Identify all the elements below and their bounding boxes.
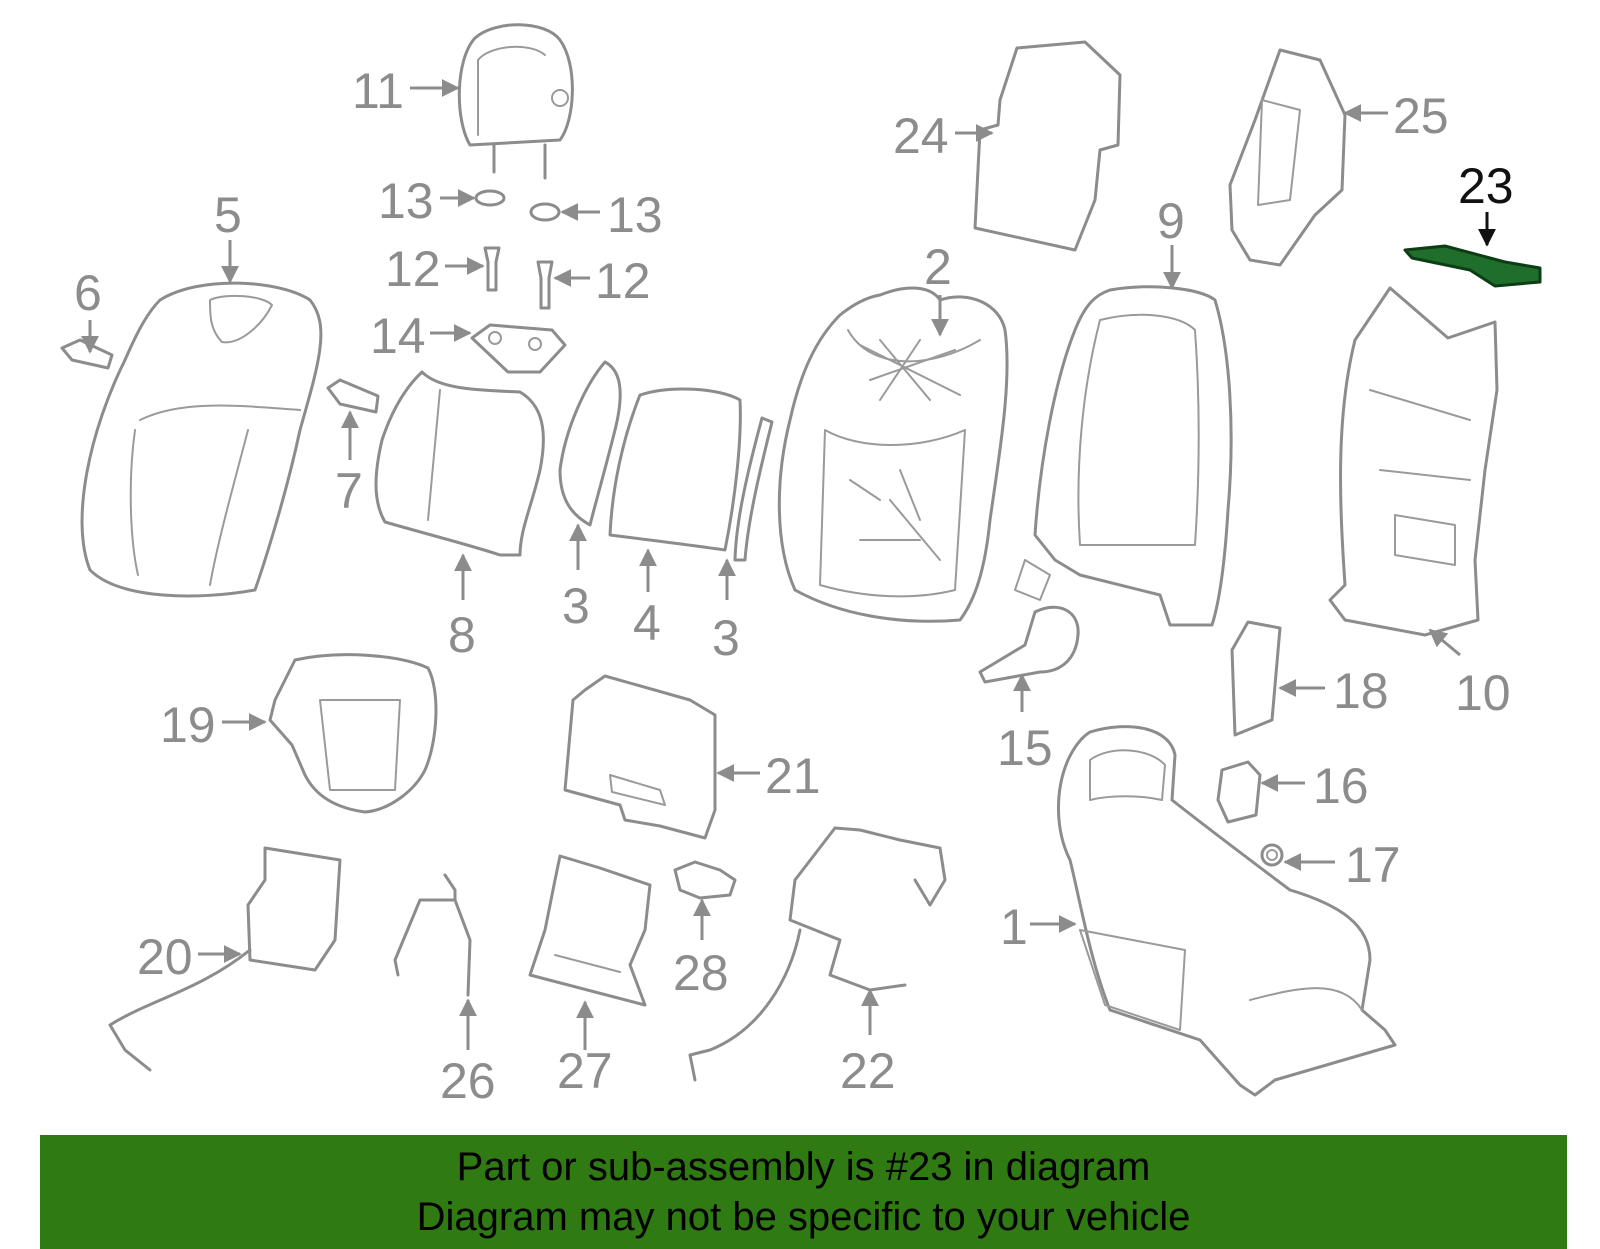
part-25-frame[interactable]	[1228, 48, 1347, 267]
callout-3b: 3	[712, 558, 740, 666]
part-8-pad[interactable]	[374, 370, 545, 557]
svg-text:22: 22	[840, 1043, 896, 1099]
svg-text:28: 28	[673, 945, 729, 1001]
svg-text:18: 18	[1333, 663, 1389, 719]
svg-text:4: 4	[633, 595, 661, 651]
svg-text:17: 17	[1345, 837, 1401, 893]
callout-4: 4	[633, 548, 661, 651]
callout-23: 23	[1458, 158, 1514, 247]
callout-20: 20	[137, 929, 242, 985]
svg-text:14: 14	[370, 308, 426, 364]
svg-text:19: 19	[160, 697, 216, 753]
callout-6: 6	[74, 265, 102, 354]
callout-17: 17	[1283, 837, 1401, 893]
svg-text:7: 7	[335, 463, 363, 519]
callout-27: 27	[557, 1000, 613, 1099]
part-7-bracket[interactable]	[326, 378, 380, 414]
svg-text:5: 5	[214, 187, 242, 243]
part-23-trim[interactable]	[1403, 244, 1542, 288]
part-27-bracket[interactable]	[528, 854, 652, 1007]
svg-text:3: 3	[562, 578, 590, 634]
callout-14: 14	[370, 308, 472, 364]
part-15-bracket[interactable]	[978, 605, 1080, 684]
banner-line-1: Part or sub-assembly is #23 in diagram	[456, 1145, 1151, 1189]
part-24-panel[interactable]	[973, 40, 1122, 252]
part-9-frame[interactable]	[1014, 285, 1233, 627]
svg-text:25: 25	[1393, 88, 1449, 144]
callout-25: 25	[1343, 88, 1449, 144]
svg-text:9: 9	[1157, 193, 1185, 249]
callout-13a: 13	[378, 173, 476, 229]
part-21-module[interactable]	[563, 674, 717, 840]
svg-text:23: 23	[1458, 158, 1514, 214]
callout-26: 26	[440, 998, 496, 1109]
part-28-connector[interactable]	[673, 860, 737, 900]
svg-text:21: 21	[765, 748, 821, 804]
part-13-bushings[interactable]	[474, 189, 561, 222]
callout-1: 1	[1000, 899, 1077, 955]
svg-text:24: 24	[893, 108, 949, 164]
svg-text:12: 12	[385, 241, 441, 297]
svg-text:26: 26	[440, 1053, 496, 1109]
info-banner: Part or sub-assembly is #23 in diagram D…	[40, 1135, 1567, 1249]
callout-12b: 12	[553, 253, 651, 309]
part-26-cable[interactable]	[393, 873, 472, 997]
callout-28: 28	[673, 898, 729, 1001]
svg-text:2: 2	[924, 239, 952, 295]
callout-2: 2	[924, 239, 952, 337]
callout-8: 8	[448, 553, 476, 663]
callout-7: 7	[335, 410, 363, 519]
svg-text:20: 20	[137, 929, 193, 985]
svg-text:13: 13	[378, 173, 434, 229]
part-17-nut[interactable]	[1260, 843, 1284, 867]
part-2-seatback[interactable]	[777, 286, 1009, 623]
callout-21: 21	[716, 748, 821, 804]
callout-24: 24	[893, 108, 994, 164]
callout-10: 10	[1428, 628, 1511, 721]
part-12-guides[interactable]	[483, 246, 554, 310]
part-3-strip-a[interactable]	[558, 360, 622, 527]
svg-text:12: 12	[595, 253, 651, 309]
svg-text:15: 15	[997, 720, 1053, 776]
part-6-clip[interactable]	[60, 338, 114, 370]
callout-12a: 12	[385, 241, 485, 297]
svg-text:8: 8	[448, 607, 476, 663]
callout-19: 19	[160, 697, 267, 753]
part-11-headrest[interactable]	[457, 23, 574, 180]
part-18-cover[interactable]	[1230, 620, 1282, 737]
part-10-back-panel[interactable]	[1328, 286, 1499, 637]
svg-text:27: 27	[557, 1043, 613, 1099]
callout-16: 16	[1260, 758, 1369, 814]
svg-text:11: 11	[352, 63, 404, 119]
part-14-bracket[interactable]	[470, 323, 567, 374]
banner-line-2: Diagram may not be specific to your vehi…	[416, 1195, 1191, 1239]
svg-text:16: 16	[1313, 758, 1369, 814]
part-5-cover[interactable]	[80, 281, 323, 598]
svg-text:3: 3	[712, 610, 740, 666]
part-3-strip-b[interactable]	[733, 416, 774, 562]
callout-18: 18	[1278, 663, 1389, 719]
callout-5: 5	[214, 187, 242, 284]
callout-3a: 3	[562, 523, 590, 634]
callout-13b: 13	[560, 187, 663, 243]
svg-text:1: 1	[1000, 899, 1028, 955]
part-20-harness[interactable]	[108, 846, 342, 1072]
callout-9: 9	[1157, 193, 1185, 290]
callout-15: 15	[997, 673, 1053, 776]
part-16-bracket[interactable]	[1216, 760, 1262, 824]
svg-text:13: 13	[607, 187, 663, 243]
part-19-module[interactable]	[268, 653, 438, 814]
svg-text:10: 10	[1455, 665, 1511, 721]
callout-11: 11	[352, 63, 460, 119]
svg-text:6: 6	[74, 265, 102, 321]
callout-22: 22	[840, 988, 896, 1099]
part-1-seat[interactable]	[1057, 725, 1397, 1097]
part-4-panel[interactable]	[608, 387, 742, 552]
